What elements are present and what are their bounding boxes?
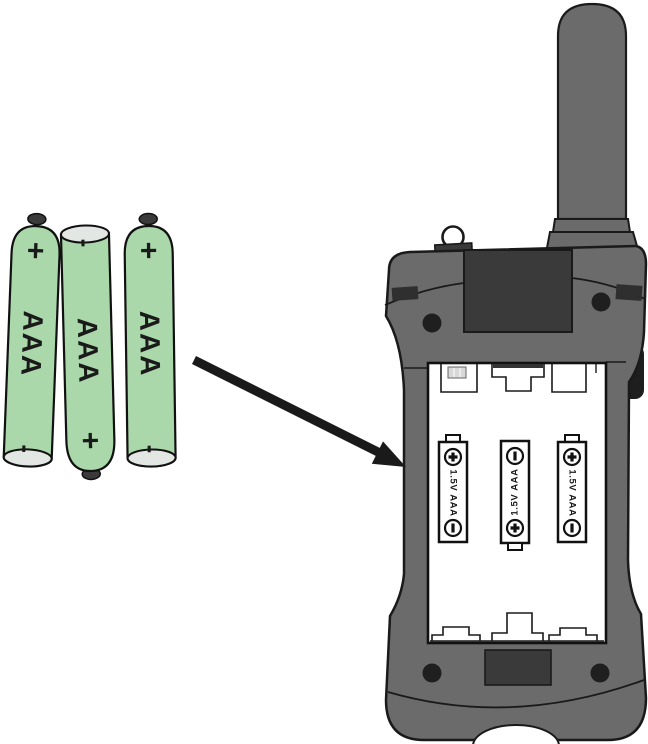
arrow-shaft [191, 355, 383, 458]
bottom-seam [387, 679, 645, 709]
slot-label: 1.5V AAA [448, 469, 459, 516]
negative-end-face [59, 224, 110, 244]
spring-contact [447, 366, 467, 379]
compartment-tab-center [491, 364, 545, 392]
compartment-bump-right [548, 627, 598, 641]
screw-icon [590, 663, 610, 683]
walkie-talkie: 1.5V AAA 1.5V AAA [384, 2, 648, 744]
top-seam-left [384, 282, 465, 306]
compartment-bump-center [491, 612, 544, 641]
battery-compartment: 1.5V AAA 1.5V AAA [404, 361, 626, 645]
positive-nub [27, 212, 47, 226]
minus-terminal-icon [562, 518, 582, 538]
screw-icon [422, 313, 442, 333]
thumb-notch [472, 724, 560, 744]
battery-aaa-3: + AAA - [123, 212, 177, 468]
compartment-slot-1: 1.5V AAA [437, 434, 469, 544]
minus-terminal-icon [505, 446, 525, 466]
terminal-plus-label: + [81, 424, 99, 457]
positive-nub [138, 212, 158, 226]
negative-end-face [126, 448, 177, 468]
compartment-slot-3: 1.5V AAA [556, 434, 588, 544]
loose-batteries: + AAA - - AAA + + AAA - [2, 212, 177, 481]
antenna-shaft [556, 2, 628, 221]
screw-icon [422, 663, 442, 683]
top-right-vent [615, 284, 643, 301]
compartment-tab-center-bar [493, 364, 543, 368]
bottom-latch [484, 649, 552, 686]
top-left-vent [391, 286, 419, 301]
arrow-head-icon [371, 441, 406, 467]
slot-nub [507, 542, 523, 551]
compartment-tab-right [551, 364, 587, 393]
terminal-minus-label: - [11, 444, 41, 454]
compartment-slot-2: 1.5V AAA [499, 439, 531, 551]
terminal-minus-label: - [70, 238, 100, 247]
battery-body [59, 232, 116, 473]
antenna [544, 2, 641, 254]
screw-icon [591, 292, 611, 312]
plus-terminal-icon [562, 447, 582, 467]
belt-clip [463, 249, 573, 333]
slot-label: 1.5V AAA [510, 468, 521, 515]
battery-aaa-1: + AAA - [2, 212, 61, 468]
battery-size-label: AAA [15, 310, 49, 378]
battery-size-label: AAA [72, 317, 105, 384]
insertion-arrow [191, 355, 406, 467]
battery-size-label: AAA [134, 310, 166, 377]
plus-terminal-icon [443, 447, 463, 467]
compartment-tab-left [440, 364, 478, 393]
antenna-collar [551, 218, 632, 233]
compartment-bump-left [431, 626, 481, 641]
minus-terminal-icon [443, 518, 463, 538]
battery-aaa-2: - AAA + [59, 224, 116, 481]
terminal-plus-label: + [140, 234, 158, 267]
negative-end-face [2, 448, 53, 468]
plus-terminal-icon [505, 518, 525, 538]
slot-label: 1.5V AAA [567, 469, 578, 516]
terminal-plus-label: + [26, 234, 45, 268]
terminal-minus-label: - [136, 444, 166, 453]
